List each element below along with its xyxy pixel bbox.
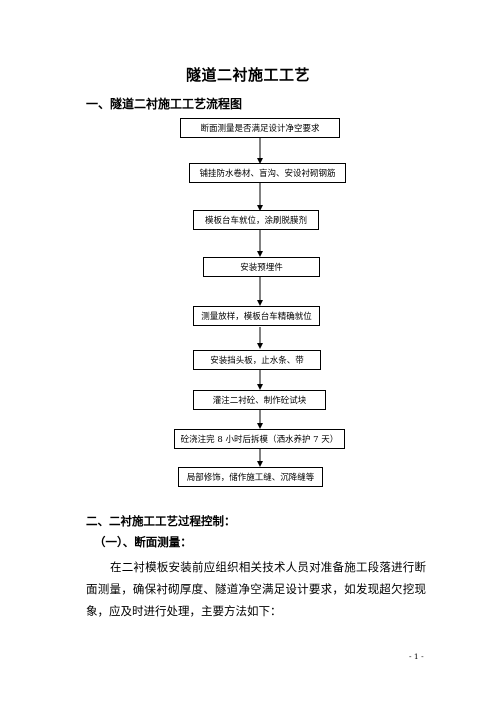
flow-step-1: 断面测量是否满足设计净空要求 bbox=[180, 118, 340, 138]
flow-step-5: 测量放样，模板台车精确就位 bbox=[193, 306, 320, 326]
page-number: - 1 - bbox=[409, 652, 424, 661]
flow-step-6: 安装挡头板，止水条、带 bbox=[193, 350, 321, 370]
body-paragraph: 在二衬模板安装前应组织相关技术人员对准备施工段落进行断面测量，确保衬砌厚度、隧道… bbox=[86, 560, 426, 618]
flow-step-8: 砼浇注完 8 小时后拆模（洒水养护 7 天） bbox=[174, 429, 345, 449]
section-1-heading: 一、隧道二衬施工工艺流程图 bbox=[86, 97, 243, 111]
flow-step-2: 铺挂防水卷材、盲沟、安设衬砌钢筋 bbox=[189, 163, 346, 183]
section-2-heading: 二、二衬施工工艺过程控制： bbox=[86, 514, 236, 528]
flow-step-9: 局部修饰，储作施工缝、沉降缝等 bbox=[178, 467, 323, 487]
flow-step-7: 灌注二衬砼、制作砼试块 bbox=[193, 390, 326, 410]
document-title: 隧道二衬施工工艺 bbox=[185, 66, 310, 84]
subsection-1-heading: （一）、断面测量： bbox=[94, 535, 192, 549]
flow-step-4: 安装预埋件 bbox=[203, 257, 320, 277]
flow-step-3: 模板台车就位，涂刷脱膜剂 bbox=[193, 210, 319, 230]
